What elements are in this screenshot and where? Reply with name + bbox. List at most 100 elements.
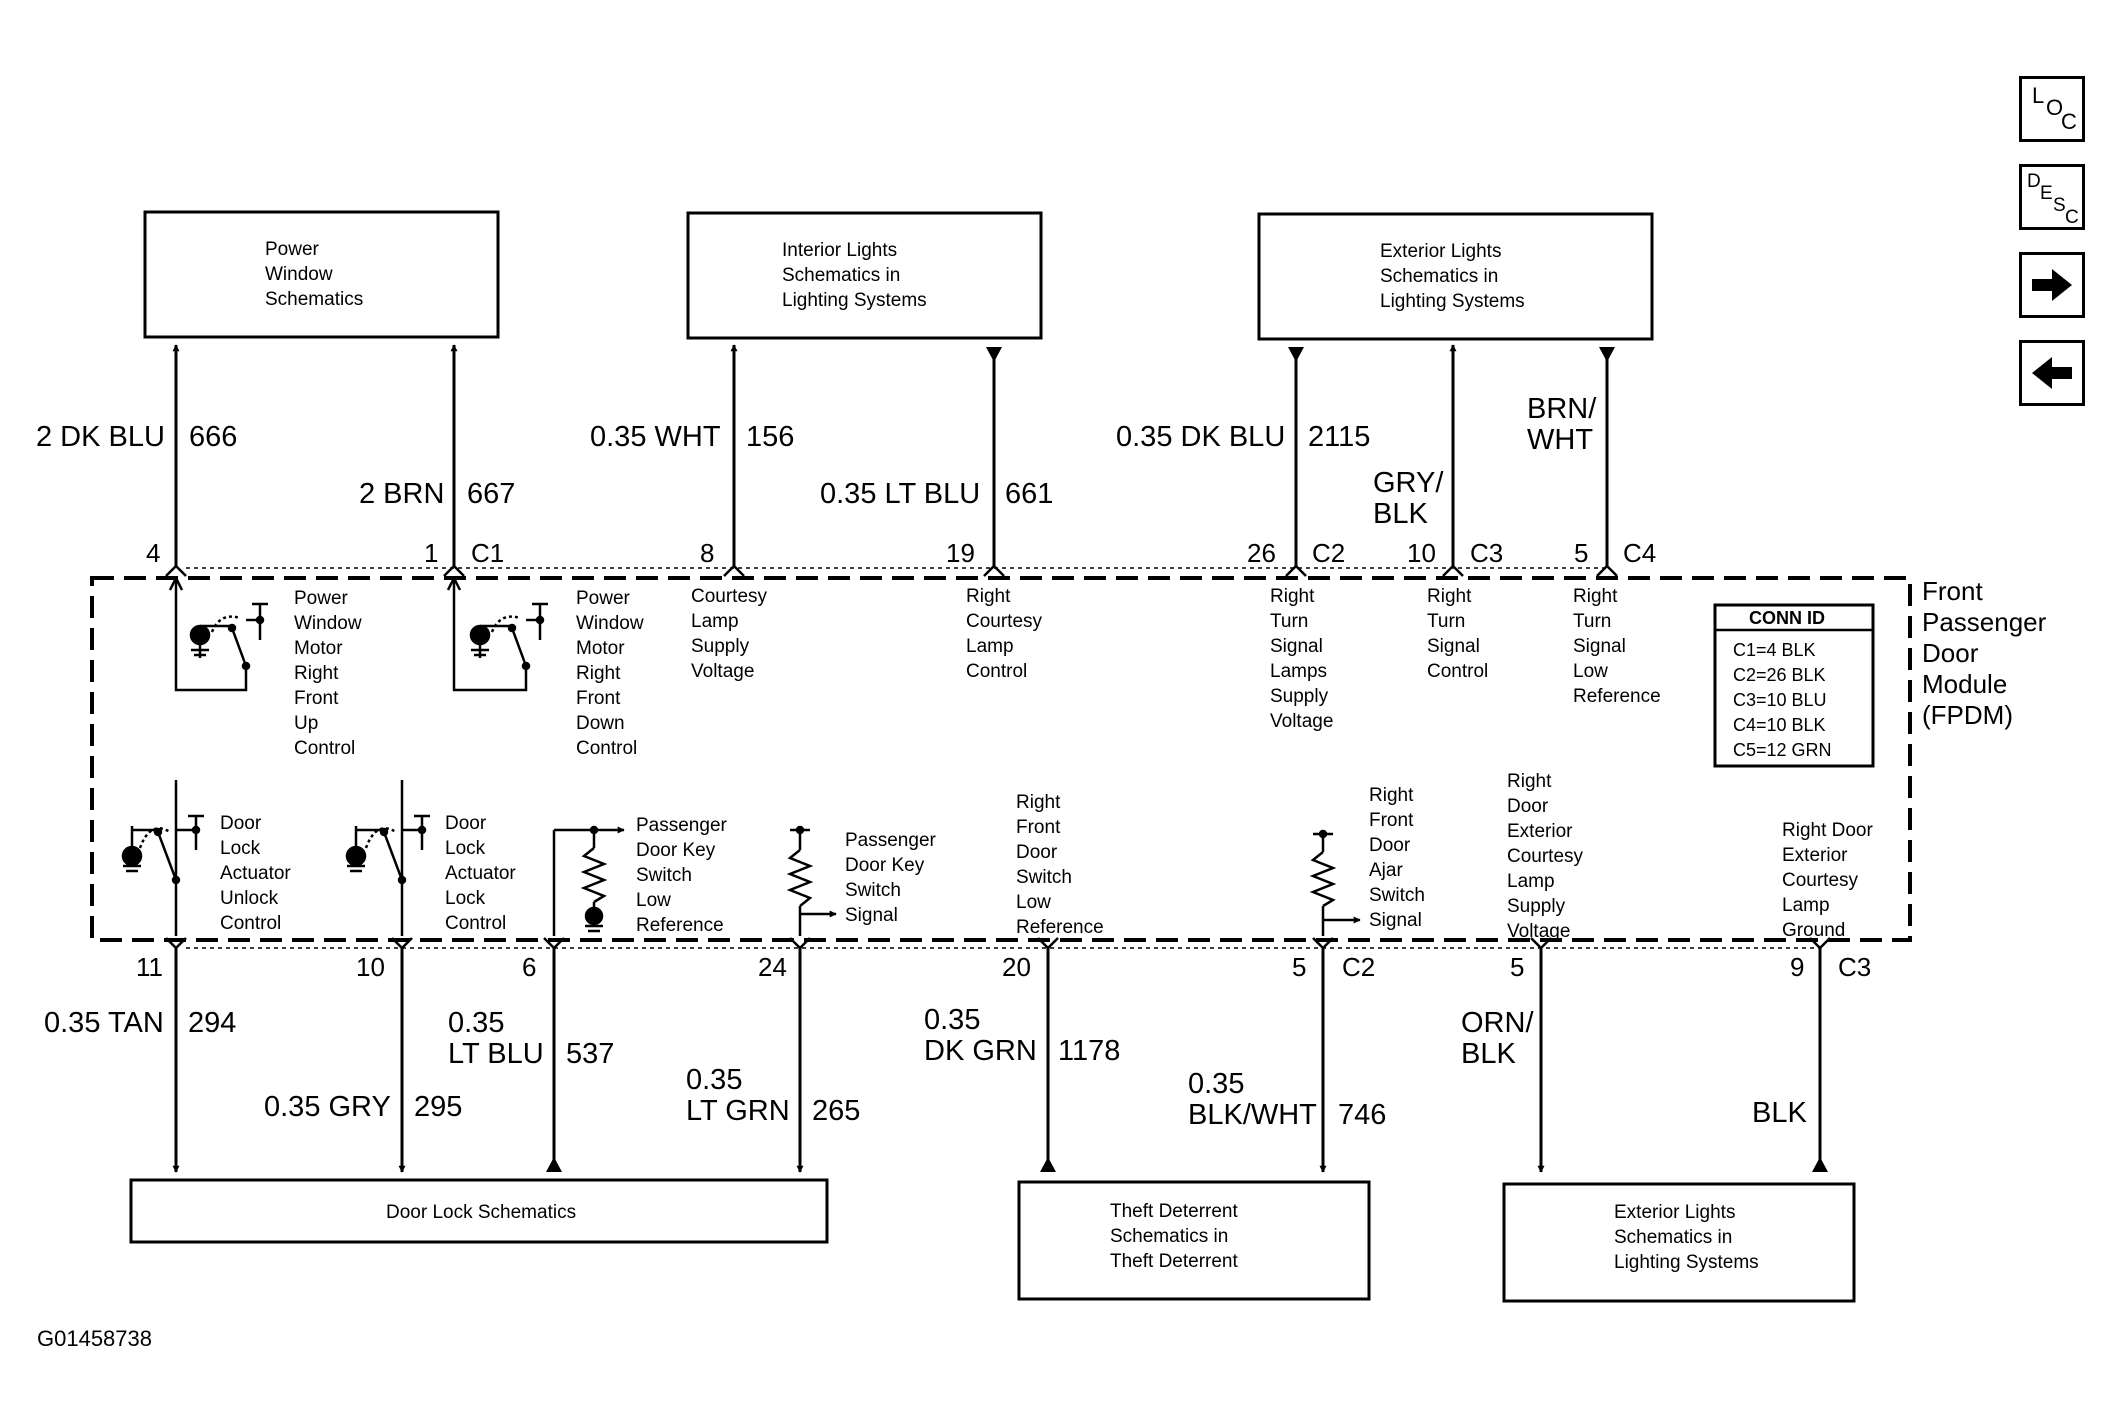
svg-text:D: D — [2027, 171, 2041, 192]
connector-id: C3 — [1470, 538, 1503, 568]
svg-text:Exterior: Exterior — [1782, 845, 1848, 866]
svg-text:Turn: Turn — [1573, 611, 1611, 632]
svg-text:Right: Right — [1016, 792, 1061, 813]
pin-number: 8 — [700, 538, 714, 568]
svg-text:Power: Power — [576, 588, 631, 609]
svg-text:Exterior: Exterior — [1507, 821, 1573, 842]
svg-text:Power: Power — [294, 588, 349, 609]
svg-text:Passenger: Passenger — [1922, 607, 2047, 637]
svg-text:Passenger: Passenger — [636, 815, 728, 836]
wire-color: LT BLU — [448, 1038, 544, 1070]
wire-color: 0.35 — [448, 1007, 504, 1039]
arrow-right-icon — [2032, 269, 2072, 301]
svg-text:S: S — [2053, 195, 2066, 216]
svg-text:Control: Control — [220, 913, 281, 934]
svg-text:C2=26 BLK: C2=26 BLK — [1733, 665, 1826, 685]
bottom-wire-746: 5 C2 0.35 BLK/WHT 746 — [1188, 948, 1386, 1173]
svg-text:Door: Door — [220, 813, 262, 834]
box-line: Theft Deterrent — [1110, 1201, 1238, 1222]
svg-text:Motor: Motor — [576, 638, 625, 659]
wire-color: 0.35 GRY — [264, 1091, 391, 1123]
top-signal-labels: Power Window Motor Right Front Up Contro… — [294, 586, 1661, 759]
wire-circuit: 1178 — [1058, 1035, 1120, 1067]
svg-text:Turn: Turn — [1270, 611, 1308, 632]
svg-text:Lock: Lock — [220, 838, 261, 859]
svg-text:Signal: Signal — [1573, 636, 1626, 657]
svg-text:Right: Right — [1573, 586, 1618, 607]
bottom-wire-537: 6 0.35 LT BLU 537 — [448, 948, 614, 1172]
svg-text:C: C — [2065, 207, 2079, 227]
conn-id-table: CONN ID C1=4 BLK C2=26 BLK C3=10 BLU C4=… — [1713, 603, 1875, 768]
top-box-power-window: Power Window Schematics — [143, 210, 500, 339]
svg-text:Lamps: Lamps — [1270, 661, 1327, 682]
wire-circuit: 295 — [414, 1091, 462, 1123]
svg-text:Courtesy: Courtesy — [1507, 846, 1584, 867]
svg-text:Supply: Supply — [691, 636, 750, 657]
pin-number: 9 — [1790, 952, 1804, 982]
top-box-interior-lights: Interior Lights Schematics in Lighting S… — [686, 211, 1043, 340]
svg-text:Lock: Lock — [445, 838, 486, 859]
svg-text:Lamp: Lamp — [1782, 895, 1830, 916]
back-button[interactable] — [2019, 340, 2085, 406]
svg-text:Front: Front — [294, 688, 339, 709]
pin-number: 10 — [1407, 538, 1436, 568]
forward-button[interactable] — [2019, 252, 2085, 318]
arrow-left-icon — [2032, 357, 2072, 389]
svg-text:Voltage: Voltage — [1507, 921, 1570, 942]
wire-color: BLK/WHT — [1188, 1099, 1317, 1131]
fpdm-module-boundary — [90, 576, 1912, 942]
svg-text:Right: Right — [1507, 771, 1552, 792]
svg-text:C1=4 BLK: C1=4 BLK — [1733, 640, 1816, 660]
wire-color: ORN/ — [1461, 1007, 1534, 1039]
wire-color: 0.35 — [924, 1004, 980, 1036]
svg-text:Front: Front — [1016, 817, 1061, 838]
svg-text:Supply: Supply — [1270, 686, 1329, 707]
svg-text:Voltage: Voltage — [1270, 711, 1333, 732]
wire-color: 0.35 WHT — [590, 421, 721, 453]
box-line: Lighting Systems — [782, 290, 927, 311]
box-line: Schematics — [265, 289, 363, 310]
box-line: Lighting Systems — [1380, 291, 1525, 312]
svg-text:C3=10 BLU: C3=10 BLU — [1733, 690, 1827, 710]
pin-number: 20 — [1002, 952, 1031, 982]
bottom-wire-265: 24 0.35 LT GRN 265 — [686, 948, 860, 1173]
svg-text:Reference: Reference — [1016, 917, 1104, 938]
pin-number: 1 — [424, 538, 438, 568]
pin-number: 10 — [356, 952, 385, 982]
svg-text:Switch: Switch — [1016, 867, 1072, 888]
svg-text:Right Door: Right Door — [1782, 820, 1873, 841]
wire-color: 0.35 — [1188, 1068, 1244, 1100]
top-connector-ticks — [165, 564, 1618, 577]
svg-text:Low: Low — [1016, 892, 1051, 913]
svg-text:Actuator: Actuator — [220, 863, 291, 884]
wire-color: BLK — [1461, 1038, 1516, 1070]
wire-color: WHT — [1527, 424, 1593, 456]
svg-text:Low: Low — [1573, 661, 1608, 682]
svg-text:Signal: Signal — [1369, 910, 1422, 931]
wire-color: 0.35 DK BLU — [1116, 421, 1285, 453]
box-line: Schematics in — [1614, 1227, 1732, 1248]
desc-button[interactable]: D E S C — [2019, 164, 2085, 230]
resistor-door-ajar — [1309, 829, 1361, 936]
bottom-wire-1178: 20 0.35 DK GRN 1178 — [924, 948, 1120, 1172]
svg-text:Door: Door — [1016, 842, 1058, 863]
loc-button[interactable]: L O C — [2019, 76, 2085, 142]
box-line: Power — [265, 239, 320, 260]
svg-text:Motor: Motor — [294, 638, 343, 659]
connector-id: C3 — [1838, 952, 1871, 982]
svg-text:Front: Front — [1369, 810, 1414, 831]
svg-text:Door: Door — [445, 813, 487, 834]
svg-text:Ground: Ground — [1782, 920, 1845, 941]
svg-text:Switch: Switch — [1369, 885, 1425, 906]
pin-number: 4 — [146, 538, 160, 568]
wire-color: LT GRN — [686, 1095, 790, 1127]
top-wire-156: 0.35 WHT 156 8 — [590, 344, 794, 568]
resistor-key-switch-signal — [786, 825, 837, 936]
wire-circuit: 667 — [467, 478, 515, 510]
svg-text:C5=12 GRN: C5=12 GRN — [1733, 740, 1832, 760]
wire-color: BLK — [1373, 498, 1428, 530]
svg-text:Control: Control — [966, 661, 1027, 682]
svg-text:C4=10 BLK: C4=10 BLK — [1733, 715, 1826, 735]
svg-text:Control: Control — [576, 738, 637, 759]
svg-text:Right: Right — [1369, 785, 1414, 806]
